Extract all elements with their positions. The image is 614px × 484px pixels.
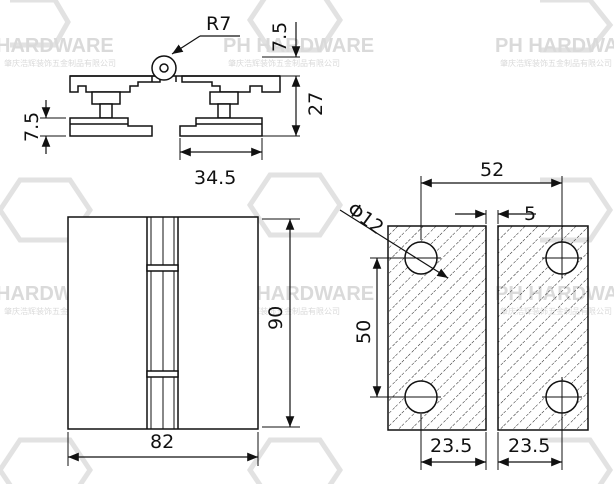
base-height-label: 7.5 bbox=[21, 112, 43, 142]
hole-spacing-x-label: 52 bbox=[480, 159, 504, 181]
leaf-left-width-label: 23.5 bbox=[430, 435, 472, 457]
watermark-subtext: 肇庆浩辉装饰五金制品有限公司 bbox=[4, 58, 116, 68]
leaf-right-width-label: 23.5 bbox=[508, 435, 550, 457]
hole-diameter-label: Φ12 bbox=[343, 198, 388, 239]
watermark-subtext: 肇庆浩辉装饰五金制品有限公司 bbox=[4, 306, 116, 316]
watermark-subtext: 肇庆浩辉装饰五金制品有限公司 bbox=[228, 58, 340, 68]
watermark-subtext: 肇庆浩辉装饰五金制品有限公司 bbox=[228, 306, 340, 316]
total-height-label: 90 bbox=[265, 306, 287, 330]
watermark-text: PH HARDWARE bbox=[223, 283, 374, 305]
hole-spacing-y-label: 50 bbox=[353, 320, 375, 344]
watermark-text: HARDWARE bbox=[0, 35, 114, 57]
watermark-text: PH HARDWARE bbox=[495, 35, 614, 57]
watermark-text: PH HARDWARE bbox=[223, 35, 374, 57]
side-view bbox=[40, 22, 301, 160]
mounting-view bbox=[339, 176, 589, 470]
hole-offset-label: 5 bbox=[524, 203, 536, 225]
radius-label: R7 bbox=[206, 13, 231, 35]
body-height-label: 27 bbox=[305, 92, 327, 116]
front-view bbox=[67, 216, 300, 466]
watermark-subtext: 肇庆浩辉装饰五金制品有限公司 bbox=[500, 58, 612, 68]
leaf-width-label: 34.5 bbox=[194, 167, 236, 189]
pin-height-label: 7.5 bbox=[269, 22, 291, 52]
total-width-label: 82 bbox=[150, 431, 174, 453]
